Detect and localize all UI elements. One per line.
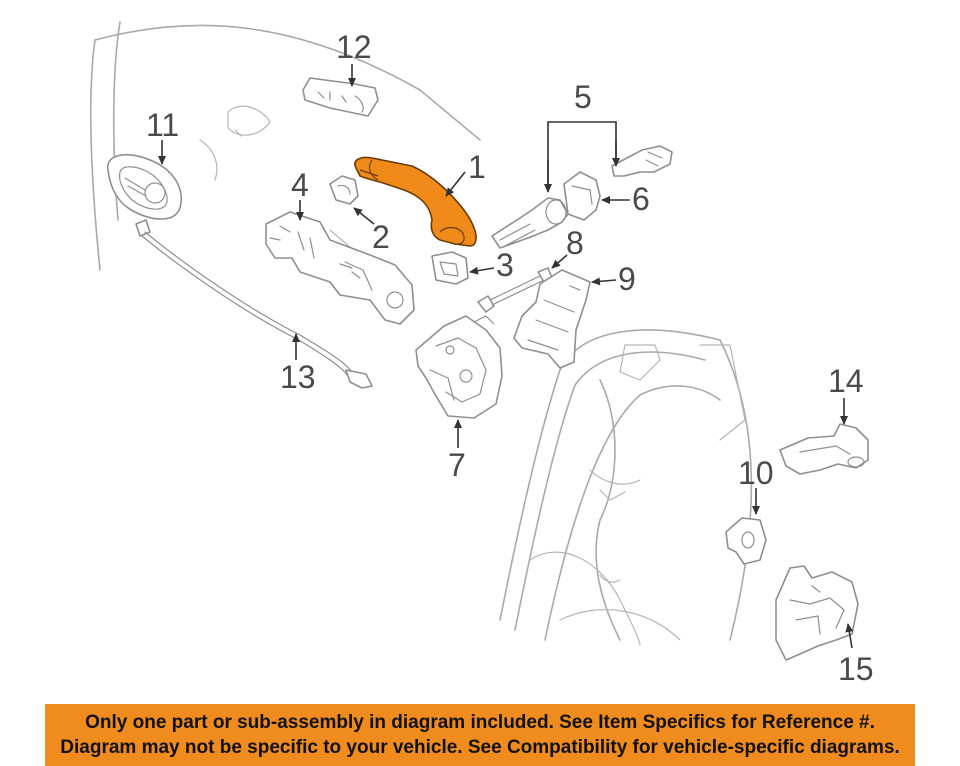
callout-12: 12 [336,29,372,65]
callout-11: 11 [146,107,179,143]
callout-8: 8 [566,225,584,261]
part-4-bracket [265,211,415,325]
callout-14: 14 [828,363,864,399]
part-14-striker-bracket [779,423,869,475]
leader-1 [445,171,466,197]
leader-8 [551,254,568,269]
door-inner-panel [90,21,481,291]
part-1-exterior-handle [354,156,477,247]
callout-7: 7 [448,447,466,483]
leader-15 [845,623,854,649]
part-7-latch [415,315,503,419]
leader-9 [591,277,617,286]
callout-15: 15 [838,651,874,687]
part-15-striker [775,565,859,661]
part-3-gasket [431,251,469,285]
part-11-bezel [107,154,182,220]
part-6-cover [563,171,601,221]
door-hardware-diagram: 1 2 3 4 5 6 7 8 9 10 11 12 13 14 15 [90,21,874,687]
disclaimer-line-1: Only one part or sub-assembly in diagram… [85,712,875,733]
disclaimer-banner: Only one part or sub-assembly in diagram… [45,704,915,766]
part-10-clip [725,517,767,565]
disclaimer-line-2: Diagram may not be specific to your vehi… [60,737,900,758]
leader-3 [469,266,495,275]
part-12-handle-cap [302,77,379,117]
callout-13: 13 [280,359,316,395]
part-5-key [611,145,673,177]
door-shell [499,329,753,646]
callout-4: 4 [291,167,309,203]
part-9-guard [513,269,591,369]
callout-6: 6 [632,181,650,217]
callout-2: 2 [372,219,390,255]
callout-10: 10 [738,455,774,491]
part-13-cable [135,219,373,389]
leader-2 [353,207,375,225]
callout-numbers: 1 2 3 4 5 6 7 8 9 10 11 12 13 14 15 [146,29,874,687]
callout-9: 9 [618,261,636,297]
leader-lines [158,64,854,649]
part-2-cap [329,175,359,205]
callout-3: 3 [496,247,514,283]
part-5-lock-cylinder [491,197,569,249]
callout-1: 1 [468,149,486,185]
callout-5: 5 [574,79,592,115]
